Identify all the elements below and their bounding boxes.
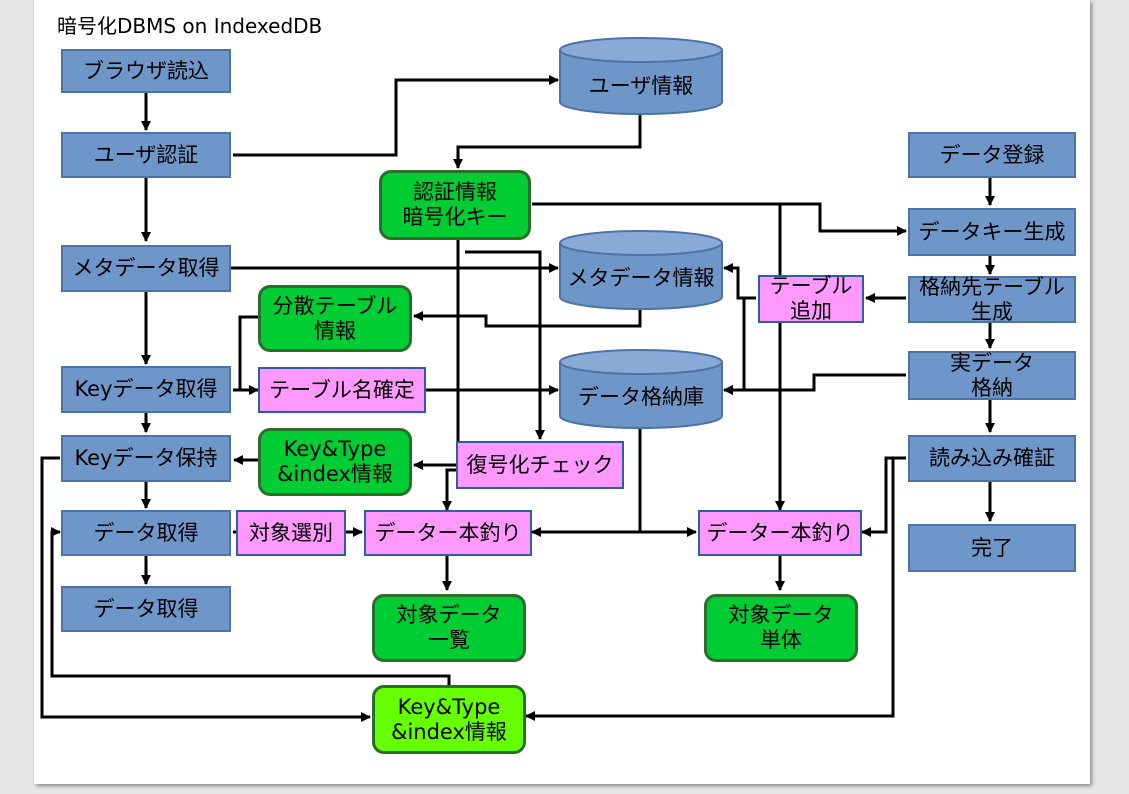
node-dist-table: 分散テーブル 情報 bbox=[258, 285, 412, 352]
node-real-store: 実データ 格納 bbox=[908, 351, 1076, 400]
node-key-get: Keyデータ取得 bbox=[61, 366, 231, 413]
node-fishing-2: データー本釣り bbox=[698, 510, 862, 556]
node-kt-index-2: Key&Type &index情報 bbox=[372, 685, 526, 754]
cylinder-user-info bbox=[559, 37, 723, 115]
node-data-get-1: データ取得 bbox=[61, 510, 231, 556]
arrow-real-store bbox=[723, 373, 906, 395]
arrow-keyhold-kt2 bbox=[40, 456, 371, 722]
arrow-authkey-decrypt bbox=[465, 250, 545, 440]
node-done: 完了 bbox=[908, 524, 1076, 572]
arrow-auth-userinfo bbox=[233, 75, 559, 157]
node-decrypt-check: 復号化チェック bbox=[456, 441, 624, 489]
arrow-dist-tablename bbox=[238, 315, 260, 390]
node-datakey-gen: データキー生成 bbox=[908, 208, 1076, 256]
node-fishing-1: データー本釣り bbox=[364, 510, 532, 556]
page-title: 暗号化DBMS on IndexedDB bbox=[57, 14, 323, 38]
arrow-authkey-fishing1 bbox=[442, 240, 460, 511]
node-key-hold: Keyデータ保持 bbox=[61, 435, 231, 482]
node-browser-load: ブラウザ読込 bbox=[61, 49, 231, 93]
arrow-kt2-dataget bbox=[50, 527, 451, 686]
cylinder-data-store bbox=[559, 349, 723, 429]
node-target-single: 対象データ 単体 bbox=[704, 594, 858, 662]
node-auth-key: 認証情報 暗号化キー bbox=[379, 170, 531, 240]
node-table-add: テーブル 追加 bbox=[758, 274, 864, 323]
arrow-verify-fishing2 bbox=[861, 456, 906, 537]
node-meta-get: メタデータ取得 bbox=[61, 245, 231, 292]
node-table-name: テーブル名確定 bbox=[258, 367, 426, 413]
node-user-auth: ユーザ認証 bbox=[61, 132, 231, 178]
node-store-table-gen: 格納先テーブル 生成 bbox=[908, 275, 1076, 324]
arrow-userinfo-authkey bbox=[453, 114, 642, 169]
cylinder-meta-info bbox=[559, 230, 723, 310]
arrow-tableadd-metainfo bbox=[723, 263, 756, 300]
arrow-tableadd-store bbox=[723, 296, 756, 395]
arrow-authkey-datakey bbox=[532, 202, 907, 236]
arrow-verify-kt2 bbox=[525, 456, 906, 721]
node-data-get-2: データ取得 bbox=[61, 586, 231, 632]
node-data-register: データ登録 bbox=[908, 132, 1076, 178]
node-target-list: 対象データ 一覧 bbox=[372, 594, 526, 662]
arrow-metainfo-dist bbox=[413, 309, 642, 328]
node-read-verify: 読み込み確証 bbox=[908, 435, 1076, 482]
node-kt-index-1: Key&Type &index情報 bbox=[258, 428, 412, 496]
node-target-select: 対象選別 bbox=[236, 510, 346, 556]
